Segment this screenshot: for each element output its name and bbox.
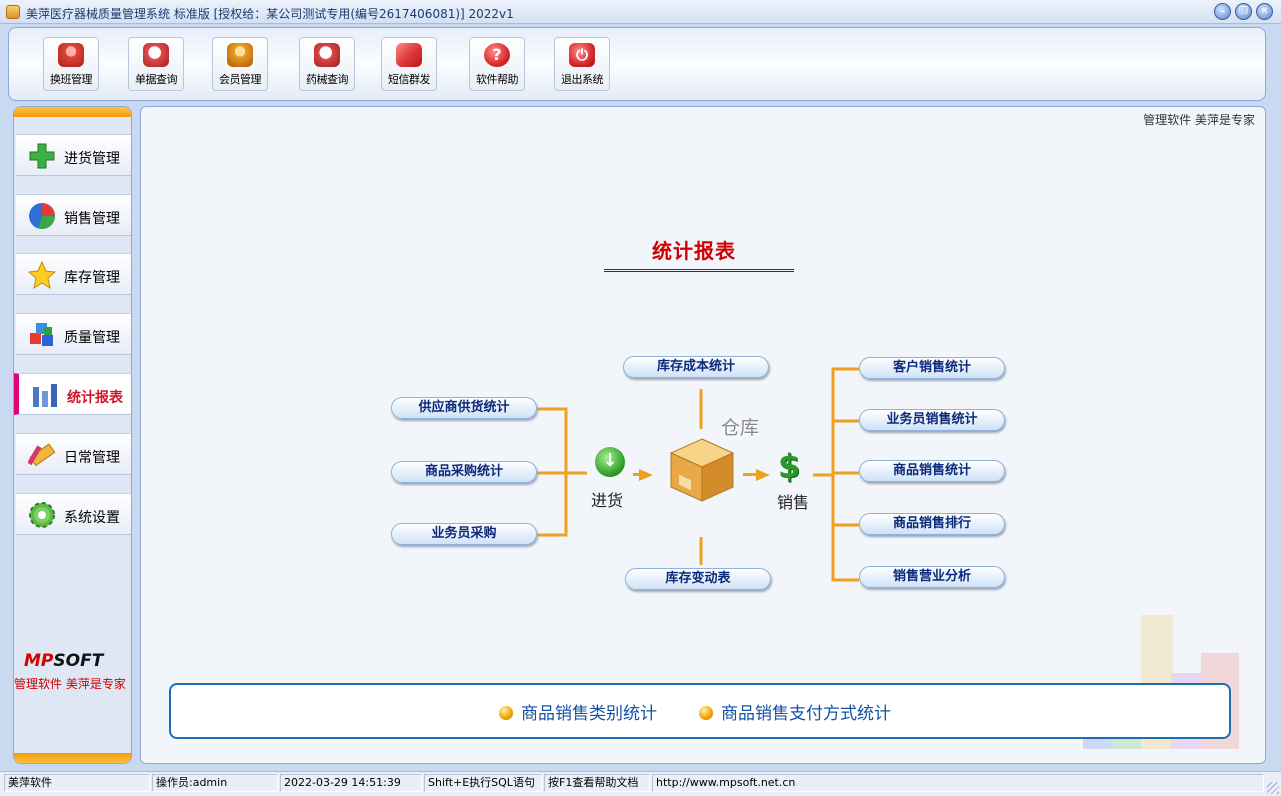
toolbar-button-label: 软件帮助: [476, 73, 519, 86]
status-url[interactable]: http://www.mpsoft.net.cn: [652, 774, 1264, 792]
mail-icon: [396, 43, 422, 67]
search-icon: [314, 43, 340, 67]
sidebar-item-daily[interactable]: 日常管理: [16, 433, 131, 475]
sales-category-stats-link[interactable]: 商品销售类别统计: [499, 699, 657, 724]
sidebar-bottom-bar: [14, 753, 131, 763]
title-bar: 美萍医疗器械质量管理系统 标准版 [授权给：某公司测试专用(编号26174060…: [0, 0, 1281, 24]
status-operator: 操作员:admin: [152, 774, 278, 792]
sidebar-item-label: 质量管理: [64, 330, 120, 346]
pie-icon: [29, 203, 56, 230]
toolbar-button-label: 退出系统: [561, 73, 604, 86]
toolbar-button-label: 换班管理: [50, 73, 93, 86]
inventory-change-report-button[interactable]: 库存变动表: [625, 568, 771, 590]
status-datetime: 2022-03-29 14:51:39: [280, 774, 422, 792]
sidebar-item-settings[interactable]: 系统设置: [16, 493, 131, 535]
product-sales-ranking-button[interactable]: 商品销售排行: [859, 513, 1005, 535]
flow-connectors: [537, 367, 859, 582]
sidebar: 进货管理 销售管理 库存管理 质量管理 统计报表 日常管理 系统设置 MPSOF…: [13, 106, 132, 764]
report-title: 统计报表: [652, 239, 736, 263]
sidebar-item-label: 进货管理: [64, 151, 120, 167]
title-underline: [604, 269, 794, 272]
bar-chart-icon: [33, 384, 57, 407]
bullet-icon: [699, 705, 713, 720]
toolbar-button-label: 单据查询: [135, 73, 178, 86]
sidebar-top-bar: [14, 107, 131, 117]
sidebar-item-label: 系统设置: [64, 510, 120, 526]
main-toolbar: 换班管理 单据查询 会员管理 药械查询 短信群发 ? 软件帮助 ⏻ 退出系统: [8, 27, 1266, 101]
restore-icon[interactable]: ❐: [1235, 3, 1252, 20]
status-bar: 美萍软件 操作员:admin 2022-03-29 14:51:39 Shift…: [0, 771, 1281, 796]
device-query-button[interactable]: 药械查询: [299, 37, 355, 91]
software-help-button[interactable]: ? 软件帮助: [469, 37, 525, 91]
toolbar-button-label: 药械查询: [306, 73, 349, 86]
sidebar-item-label: 销售管理: [64, 211, 120, 227]
sidebar-item-statistics[interactable]: 统计报表: [14, 373, 131, 415]
toolbar-button-label: 会员管理: [219, 73, 262, 86]
help-icon: ?: [484, 43, 510, 67]
app-icon: [6, 5, 20, 19]
close-icon[interactable]: ✕: [1256, 3, 1273, 20]
sidebar-item-sales[interactable]: 销售管理: [16, 194, 131, 236]
brand-logo: MPSOFT: [24, 651, 104, 671]
salesman-sales-stats-button[interactable]: 业务员销售统计: [859, 409, 1005, 431]
sidebar-item-label: 统计报表: [67, 390, 123, 406]
sidebar-slogan: 管理软件 美萍是专家: [14, 677, 126, 691]
bullet-icon: [499, 705, 513, 720]
sidebar-item-quality[interactable]: 质量管理: [16, 313, 131, 355]
main-panel: 管理软件 美萍是专家 统计报表 供应商供货统计 商品采购统计 业务员采购 ↓ 进…: [140, 106, 1266, 764]
window-title: 美萍医疗器械质量管理系统 标准版 [授权给：某公司测试专用(编号26174060…: [26, 7, 514, 21]
sidebar-item-purchase[interactable]: 进货管理: [16, 134, 131, 176]
toolbar-button-label: 短信群发: [388, 73, 431, 86]
sidebar-item-inventory[interactable]: 库存管理: [16, 253, 131, 295]
payment-method-stats-link[interactable]: 商品销售支付方式统计: [699, 699, 891, 724]
exit-system-button[interactable]: ⏻ 退出系统: [554, 37, 610, 91]
sidebar-item-label: 日常管理: [64, 450, 120, 466]
users-icon: [58, 43, 84, 67]
inventory-cost-stats-button[interactable]: 库存成本统计: [623, 356, 769, 378]
status-help-hint: 按F1查看帮助文档: [544, 774, 650, 792]
resize-grip-icon[interactable]: [1267, 782, 1279, 794]
document-query-button[interactable]: 单据查询: [128, 37, 184, 91]
product-purchase-stats-button[interactable]: 商品采购统计: [391, 461, 537, 483]
ruler-icon: [28, 443, 56, 467]
customer-sales-stats-button[interactable]: 客户销售统计: [859, 357, 1005, 379]
warehouse-box-icon: [669, 438, 735, 502]
power-icon: ⏻: [569, 43, 595, 67]
extra-reports-box: 商品销售类别统计 商品销售支付方式统计: [169, 683, 1231, 739]
dollar-icon: $: [778, 447, 801, 485]
member-icon: [227, 43, 253, 67]
gear-icon: [29, 502, 55, 528]
purchase-arrow-icon: ↓: [595, 447, 625, 477]
member-management-button[interactable]: 会员管理: [212, 37, 268, 91]
supplier-supply-stats-button[interactable]: 供应商供货统计: [391, 397, 537, 419]
warehouse-label: 仓库: [721, 417, 760, 439]
product-sales-stats-button[interactable]: 商品销售统计: [859, 460, 1005, 482]
status-app: 美萍软件: [4, 774, 150, 792]
sales-business-analysis-button[interactable]: 销售营业分析: [859, 566, 1005, 588]
purchase-label: 进货: [591, 491, 624, 510]
cubes-icon: [30, 323, 53, 346]
sales-label: 销售: [777, 493, 810, 512]
salesman-purchase-button[interactable]: 业务员采购: [391, 523, 537, 545]
star-icon: [28, 261, 56, 289]
status-sql-hint: Shift+E执行SQL语句: [424, 774, 542, 792]
sidebar-item-label: 库存管理: [64, 270, 120, 286]
plus-icon: [29, 143, 55, 169]
search-icon: [143, 43, 169, 67]
minimize-icon[interactable]: –: [1214, 3, 1231, 20]
sms-broadcast-button[interactable]: 短信群发: [381, 37, 437, 91]
tagline: 管理软件 美萍是专家: [1143, 113, 1255, 127]
shift-management-button[interactable]: 换班管理: [43, 37, 99, 91]
